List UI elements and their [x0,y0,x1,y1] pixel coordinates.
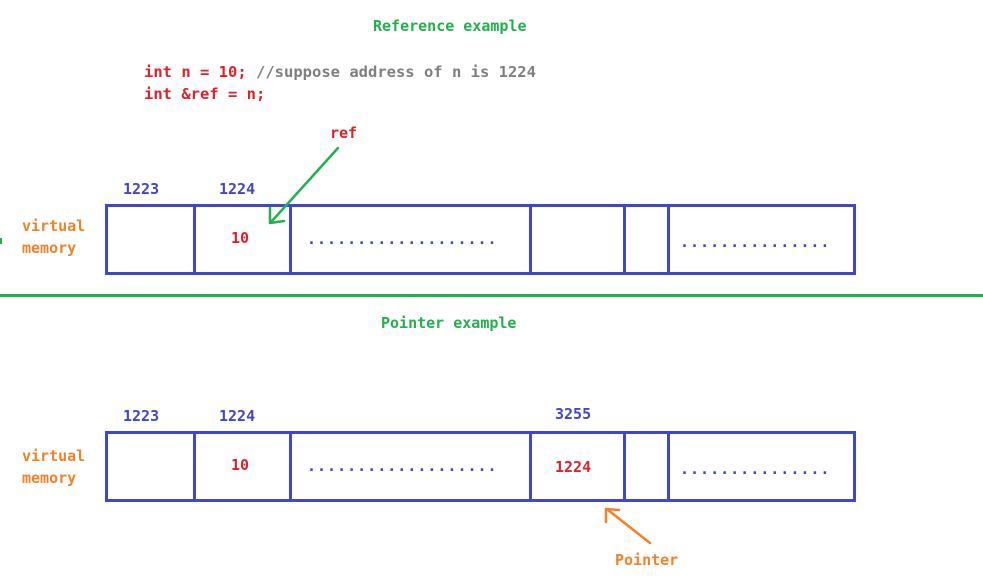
ptr-memory-label: virtual memory [22,445,85,489]
ref-dots-1: ................... [307,230,498,248]
ptr-pointer-value: 1224 [555,458,592,476]
ref-cell-divider [529,207,532,272]
ptr-cell-divider [193,434,196,499]
ref-cell-divider [667,207,670,272]
ref-address-1224: 1224 [219,180,256,198]
edge-tick [0,238,2,244]
ptr-cell-divider [667,434,670,499]
ref-memory-label: virtual memory [22,215,85,259]
code-line-1: int n = 10; //suppose address of n is 12… [144,63,536,81]
ref-label: ref [330,124,358,142]
ptr-dots-1: ................... [307,457,498,475]
ref-arrow-shaft [270,146,340,223]
ref-arrow [268,146,340,225]
section-divider [0,294,983,297]
ref-cell-divider [193,207,196,272]
code-line-1-comment: //suppose address of n is 1224 [256,63,536,81]
pointer-title: Pointer example [381,314,517,332]
ptr-cell-divider [623,434,626,499]
ptr-dots-2: ............... [680,460,831,478]
ptr-address-3255: 3255 [555,405,592,423]
ptr-memory-row [105,431,856,502]
pointer-arrow-head [604,507,621,524]
ref-address-1223: 1223 [123,180,160,198]
ptr-cell-divider [289,434,292,499]
pointer-label: Pointer [615,551,679,569]
pointer-arrow-shaft [606,508,652,545]
reference-title: Reference example [373,17,527,35]
ptr-cell-divider [529,434,532,499]
code-line-2: int &ref = n; [144,85,266,103]
ptr-memory-label-line1: virtual [22,447,86,465]
code-line-1-code: int n = 10; [144,63,247,81]
ref-cell-divider [623,207,626,272]
ptr-cell-value: 10 [231,456,250,474]
ref-cell-divider [289,207,292,272]
ref-arrow-head [268,206,286,225]
ref-dots-2: ............... [680,233,831,251]
ptr-address-1224: 1224 [219,407,256,425]
ref-cell-value: 10 [231,229,250,247]
ref-memory-label-line1: virtual [22,217,86,235]
ref-memory-label-line2: memory [22,239,77,257]
ptr-memory-label-line2: memory [22,469,77,487]
pointer-arrow [604,507,652,545]
ref-memory-row [105,204,856,275]
ptr-address-1223: 1223 [123,407,160,425]
